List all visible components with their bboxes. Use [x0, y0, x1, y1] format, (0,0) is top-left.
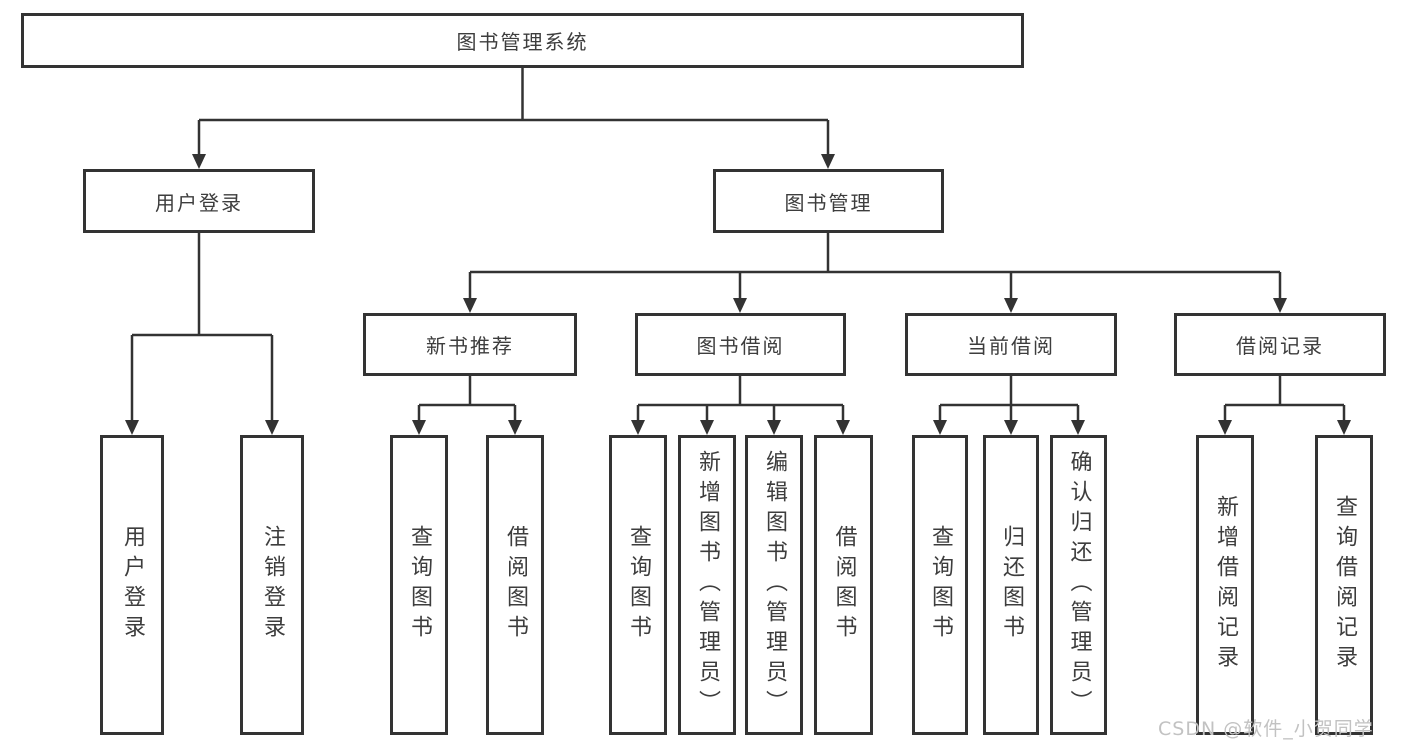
leaf-newbook-query-book: 查询图书	[390, 435, 448, 735]
leaf-current-confirm-return-admin-label: 确认归还（管理员）	[1066, 450, 1092, 720]
csdn-watermark: CSDN @软件_小贺同学	[1158, 718, 1374, 740]
node-current-borrow: 当前借阅	[905, 313, 1117, 376]
leaf-current-query-book: 查询图书	[912, 435, 968, 735]
leaf-user-login: 用户登录	[100, 435, 164, 735]
leaf-record-query-borrow-record-label: 查询借阅记录	[1332, 495, 1357, 675]
leaf-logout-login-label: 注销登录	[260, 525, 285, 645]
leaf-current-query-book-label: 查询图书	[928, 525, 953, 645]
leaf-borrow-add-book-admin: 新增图书（管理员）	[678, 435, 736, 735]
leaf-record-query-borrow-record: 查询借阅记录	[1315, 435, 1373, 735]
leaf-user-login-label: 用户登录	[120, 525, 145, 645]
leaf-logout-login: 注销登录	[240, 435, 304, 735]
leaf-borrow-edit-book-admin-label: 编辑图书（管理员）	[762, 450, 787, 720]
leaf-borrow-borrow-book: 借阅图书	[814, 435, 873, 735]
leaf-borrow-query-book-label: 查询图书	[626, 525, 651, 645]
leaf-borrow-add-book-admin-label: 新增图书（管理员）	[695, 450, 720, 720]
node-book-management: 图书管理	[713, 169, 944, 233]
leaf-current-return-book: 归还图书	[983, 435, 1039, 735]
leaf-borrow-edit-book-admin: 编辑图书（管理员）	[745, 435, 803, 735]
node-current-borrow-label: 当前借阅	[967, 334, 1055, 358]
node-user-login-label: 用户登录	[155, 190, 243, 215]
node-book-borrow: 图书借阅	[635, 313, 846, 376]
node-new-book-recommend-label: 新书推荐	[426, 334, 514, 358]
leaf-newbook-borrow-book: 借阅图书	[486, 435, 544, 735]
leaf-record-add-borrow-record-label: 新增借阅记录	[1213, 495, 1238, 675]
leaf-current-return-book-label: 归还图书	[999, 525, 1024, 645]
node-user-login: 用户登录	[83, 169, 315, 233]
leaf-newbook-borrow-book-label: 借阅图书	[503, 525, 528, 645]
node-borrow-record: 借阅记录	[1174, 313, 1386, 376]
leaf-current-confirm-return-admin: 确认归还（管理员）	[1050, 435, 1107, 735]
leaf-newbook-query-book-label: 查询图书	[407, 525, 432, 645]
node-book-borrow-label: 图书借阅	[696, 334, 785, 358]
node-borrow-record-label: 借阅记录	[1236, 334, 1324, 358]
leaf-record-add-borrow-record: 新增借阅记录	[1196, 435, 1254, 735]
leaf-borrow-query-book: 查询图书	[609, 435, 667, 735]
node-book-management-label: 图书管理	[784, 190, 873, 215]
node-new-book-recommend: 新书推荐	[363, 313, 577, 376]
node-root: 图书管理系统	[21, 13, 1024, 68]
node-root-label: 图书管理系统	[456, 30, 589, 54]
leaf-borrow-borrow-book-label: 借阅图书	[831, 525, 857, 645]
